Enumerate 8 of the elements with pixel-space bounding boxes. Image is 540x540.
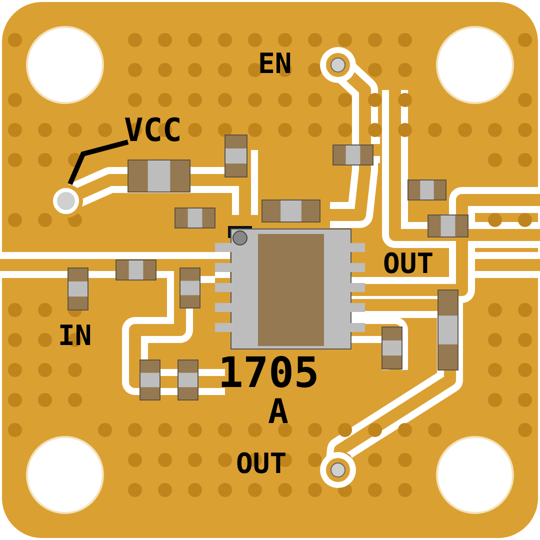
leader-line bbox=[68, 140, 129, 185]
pin-label: EN bbox=[258, 50, 292, 78]
revision-letter: A bbox=[268, 395, 288, 429]
pin-label: IN bbox=[58, 322, 92, 350]
pin-label: VCC bbox=[124, 114, 182, 146]
pin-label: OUT bbox=[236, 450, 287, 478]
pin-label: OUT bbox=[383, 250, 434, 278]
part-number: 1705 bbox=[218, 352, 320, 394]
